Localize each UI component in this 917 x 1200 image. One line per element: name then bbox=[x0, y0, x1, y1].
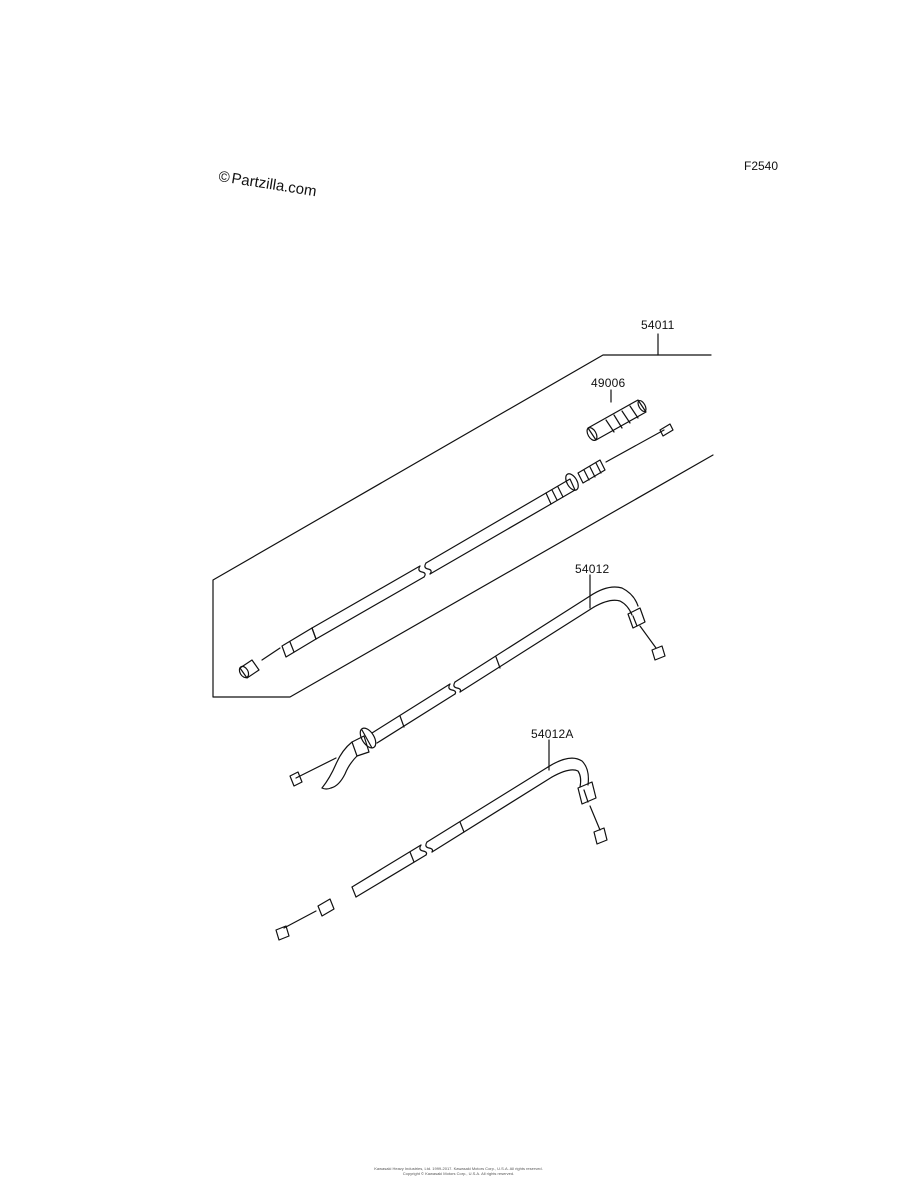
figure-code: F2540 bbox=[744, 159, 779, 173]
copyright-footer: Kawasaki Heavy Industries, Ltd. 1999-201… bbox=[0, 1166, 917, 1176]
boot-49006 bbox=[586, 399, 647, 441]
cable-54012 bbox=[289, 586, 666, 790]
footer-line-2: Copyright © Kawasaki Motors Corp., U.S.A… bbox=[402, 1171, 515, 1176]
part-label-54011[interactable]: 54011 bbox=[641, 318, 675, 332]
part-label-54012A[interactable]: 54012A bbox=[531, 727, 574, 741]
part-label-49006[interactable]: 49006 bbox=[591, 376, 626, 390]
part-label-54012[interactable]: 54012 bbox=[575, 562, 610, 576]
footer-line-1: Kawasaki Heavy Industries, Ltd. 1999-201… bbox=[374, 1166, 543, 1171]
cable-54012A bbox=[275, 757, 608, 941]
group-bracket-54011 bbox=[212, 333, 714, 698]
copyright-symbol: © bbox=[217, 168, 231, 187]
cable-54011 bbox=[238, 423, 674, 679]
